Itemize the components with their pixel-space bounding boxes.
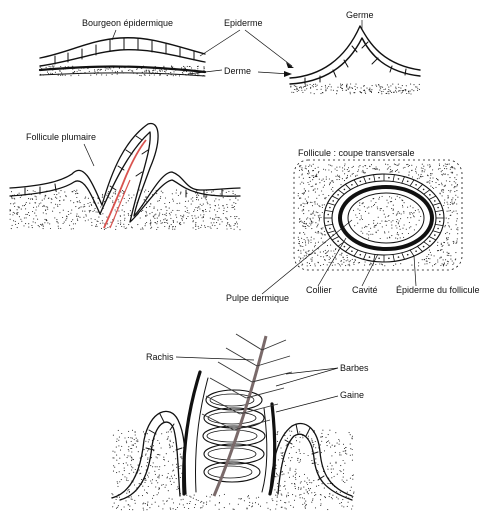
panel-bud-stage: Bourgeon épidermique Epiderme Derme Germ… <box>39 10 420 95</box>
label-rachis: Rachis <box>146 352 174 362</box>
cross-section-stipple <box>298 163 459 266</box>
panel-follicle-stage: Follicule plumaire <box>9 123 240 230</box>
label-follicule-plumaire: Follicule plumaire <box>26 132 96 142</box>
pulp-stipple <box>353 196 421 240</box>
panel-growing-feather: Rachis Barbes Gaine <box>111 334 369 511</box>
label-gaine: Gaine <box>340 390 364 400</box>
epidermis-cells-left <box>55 38 194 64</box>
label-germe: Germe <box>346 10 374 20</box>
barbs <box>202 334 292 430</box>
label-barbes: Barbes <box>340 363 369 373</box>
label-collier: Collier <box>306 285 332 295</box>
rachis <box>214 336 266 496</box>
label-epiderme: Epiderme <box>224 18 263 28</box>
label-epiderme-follicule: Épiderme du follicule <box>396 285 480 295</box>
label-cavite: Cavité <box>352 285 378 295</box>
barb-loops <box>203 390 265 482</box>
dermis-stipple-follicle <box>9 190 240 231</box>
dermis-stipple-right <box>290 83 420 94</box>
label-pulpe-dermique: Pulpe dermique <box>226 293 289 303</box>
label-coupe-transversale: Follicule : coupe transversale <box>298 148 415 158</box>
label-bourgeon: Bourgeon épidermique <box>82 18 173 28</box>
label-derme: Derme <box>224 66 251 76</box>
panel-cross-section: Follicule : coupe transversale Pulpe der… <box>226 148 480 303</box>
